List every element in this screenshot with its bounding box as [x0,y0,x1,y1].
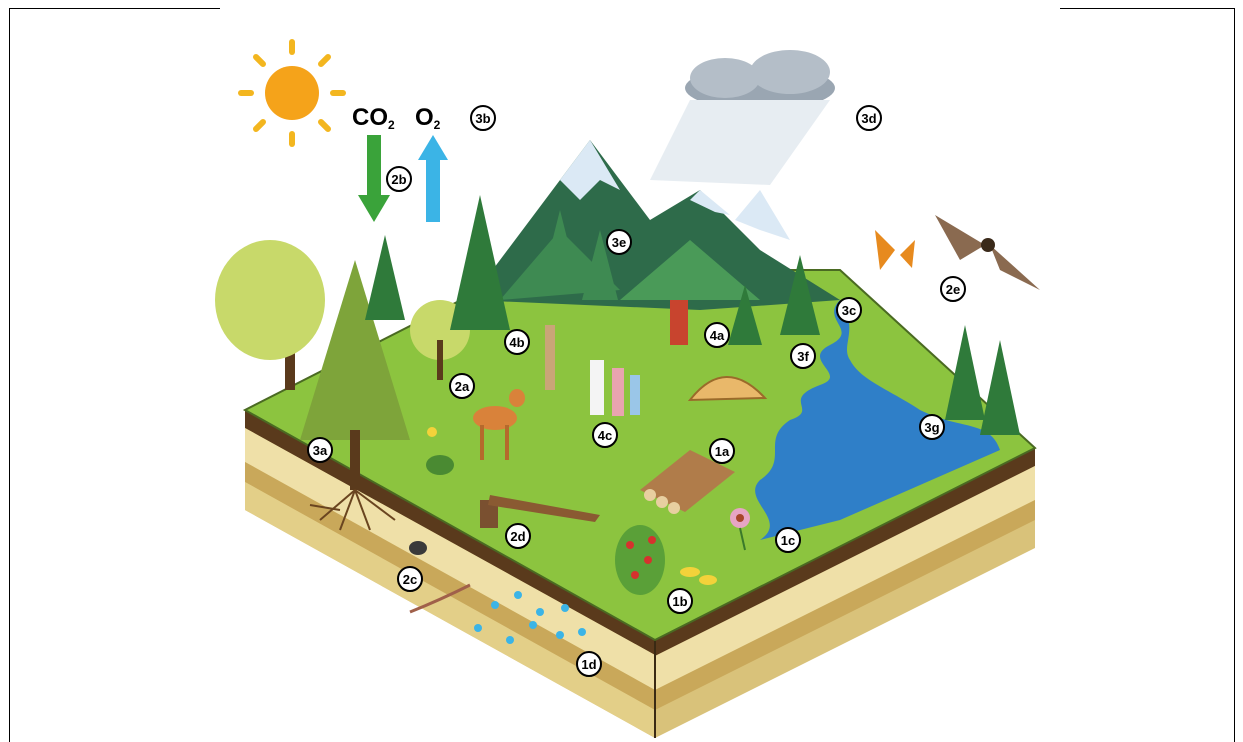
marker-1b: 1b [667,588,693,614]
marker-2c: 2c [397,566,423,592]
svg-text:1c: 1c [781,533,795,548]
marker-4a: 4a [704,322,730,348]
marker-1d: 1d [576,651,602,677]
soil-left-light-band-2 [245,482,655,738]
deciduous-trees [215,240,470,390]
soil-right-light-band [655,466,1035,690]
conifer-trees [300,195,1020,490]
fallen-tree-icon [480,495,600,528]
svg-text:3d: 3d [861,111,876,126]
bat-icon [935,215,1040,290]
river [755,300,1000,540]
svg-text:4a: 4a [710,328,725,343]
svg-text:2d: 2d [510,529,525,544]
marker-1a: 1a [709,438,735,464]
marker-3e: 3e [606,229,632,255]
svg-text:2a: 2a [455,379,470,394]
svg-text:2b: 2b [391,172,406,187]
tent-icon [687,376,768,402]
soil-block [245,410,1035,738]
svg-text:2c: 2c [403,572,417,587]
svg-text:1b: 1b [672,594,687,609]
frame-right-border [1234,8,1235,742]
soil-right-mid-band [655,500,1035,710]
marker-3c: 3c [836,297,862,323]
marker-2b: 2b [386,166,412,192]
earthworm-icon [409,583,471,614]
marker-3d: 3d [856,105,882,131]
people-icon [545,300,688,416]
svg-text:3f: 3f [797,349,809,364]
marker-4c: 4c [592,422,618,448]
marker-1c: 1c [775,527,801,553]
beetle-icon [409,541,427,555]
tree-roots [309,489,396,531]
marker-3a: 3a [307,437,333,463]
soil-left-mid-band [245,462,655,710]
svg-text:CO2: CO2 [352,104,395,132]
berry-bush-icon [615,525,665,595]
marker-2a: 2a [449,373,475,399]
marker-3f: 3f [790,343,816,369]
marker-2e: 2e [940,276,966,302]
marker-3b: 3b [470,105,496,131]
o2-label: O2 [415,104,441,132]
marker-labels: 1a 1b 1c 1d 2a 2b 2c 2d 2e 3a 3b 3c 3d 3… [307,105,966,677]
svg-text:4b: 4b [509,335,524,350]
co2-down-arrow [358,135,390,222]
soil-left-light-band [245,428,655,690]
groundwater-droplets [474,591,586,644]
sun-icon [238,39,346,147]
svg-text:2e: 2e [946,282,960,297]
rain-cloud-icon [650,50,835,185]
butterfly-icon [875,230,915,270]
co2-label: CO2 [352,104,395,132]
orchid-icon [426,427,454,475]
svg-text:3a: 3a [313,443,328,458]
marker-3g: 3g [919,414,945,440]
mushroom-icon [680,567,717,585]
mountain-range [470,140,840,310]
svg-text:3e: 3e [612,235,626,250]
svg-text:3c: 3c [842,303,856,318]
frame-left-border [9,8,10,742]
soil-left-dark-band [245,410,655,655]
svg-text:1a: 1a [715,444,730,459]
marker-4b: 4b [504,329,530,355]
frame-top-gap [220,7,1060,10]
svg-text:4c: 4c [598,428,612,443]
soil-right-dark-band [655,448,1035,656]
svg-text:O2: O2 [415,104,441,132]
log-pile-icon [640,450,735,514]
marker-2d: 2d [505,523,531,549]
coneflower-icon [730,508,750,551]
svg-text:3g: 3g [924,420,939,435]
svg-text:1d: 1d [581,657,596,672]
deer-icon [473,389,525,460]
svg-text:3b: 3b [475,111,490,126]
o2-up-arrow [418,135,448,222]
